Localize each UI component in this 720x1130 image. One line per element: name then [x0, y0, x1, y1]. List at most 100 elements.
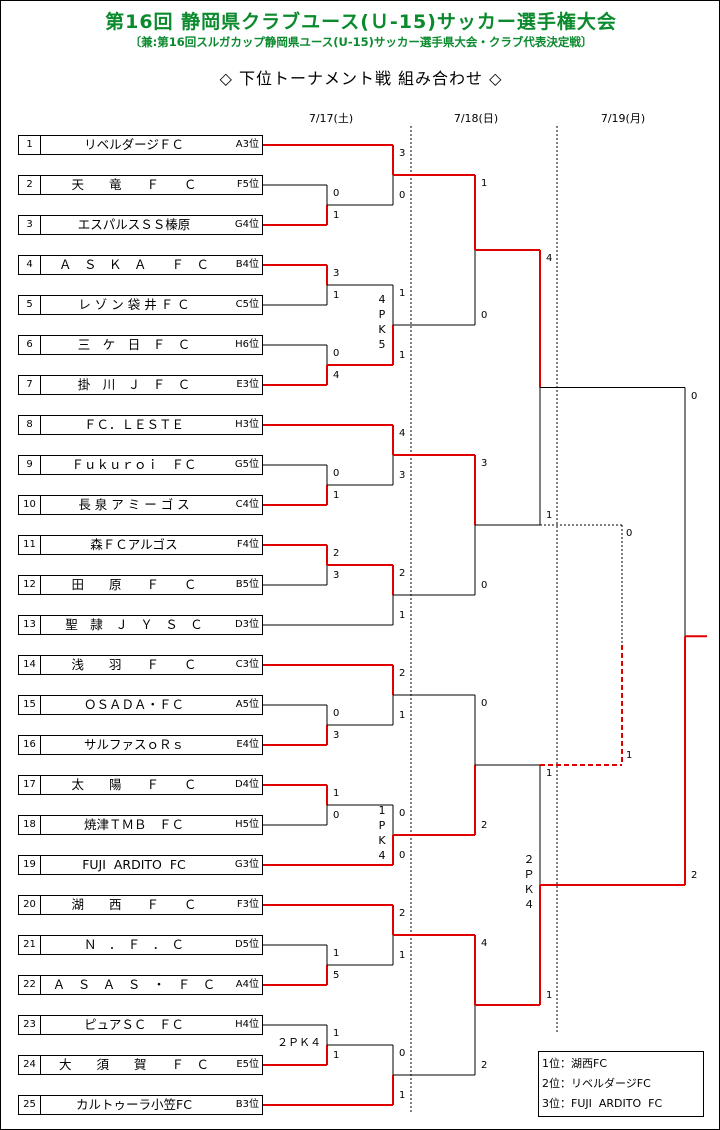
score-label: 3	[333, 570, 340, 581]
team-name: 浅 羽 Ｆ Ｃ	[71, 657, 197, 672]
team-seed: A4位	[235, 979, 259, 990]
score-label: 4	[481, 938, 488, 949]
score-label: 3	[399, 148, 406, 159]
team-number: 23	[19, 1016, 41, 1034]
score-label: 4	[333, 370, 340, 381]
team-seed: H3位	[235, 419, 259, 430]
team-name: Ｎ ． Ｆ ． Ｃ	[83, 937, 184, 952]
team-number: 10	[19, 496, 41, 514]
team-number: 24	[19, 1056, 41, 1074]
team-seed: D4位	[234, 779, 259, 790]
team-seed: F3位	[236, 899, 259, 910]
score-label: 3	[333, 268, 340, 279]
team-name: 聖 隷 Ｊ Ｙ Ｓ Ｃ	[65, 617, 203, 632]
standing-3rd: 3位：FUJI ARDITO FC	[542, 1097, 663, 1110]
score-label: 1	[399, 350, 406, 361]
bracket-heading: ◇ 下位トーナメント戦 組み合わせ ◇	[219, 69, 503, 88]
score-label: 0	[481, 698, 488, 709]
score-label: 2	[481, 1060, 488, 1071]
team-number: 19	[19, 856, 41, 874]
score-label: 2	[399, 668, 406, 679]
team-number: 21	[19, 936, 41, 954]
pk-label: ２ＰＫ４	[277, 1036, 321, 1049]
score-label: 2	[691, 870, 698, 881]
team-seed: B5位	[235, 579, 259, 590]
team-name: 掛 川 Ｊ Ｆ Ｃ	[77, 377, 191, 392]
pk-label: 5	[378, 338, 386, 351]
team-number: 12	[19, 576, 41, 594]
team-name: 大 須 賀 Ｆ Ｃ	[58, 1057, 209, 1072]
team-number: 6	[19, 336, 41, 354]
score-label: 0	[481, 580, 488, 591]
team-name: 森ＦＣアルゴス	[90, 537, 178, 552]
team-name: ＯＳＡＤＡ・ＦＣ	[83, 697, 184, 712]
score-label: 1	[399, 1090, 406, 1101]
team-number: 20	[19, 896, 41, 914]
score-label: 0	[626, 528, 633, 539]
team-row: 7 掛 川 Ｊ Ｆ Ｃ E3位	[18, 375, 263, 395]
team-seed: E5位	[236, 1059, 259, 1070]
score-label: 0	[333, 810, 340, 821]
score-label: 0	[691, 390, 698, 402]
team-name: エスパルスＳＳ榛原	[77, 217, 191, 232]
score-label: 2	[481, 820, 488, 831]
score-label: 1	[399, 610, 406, 621]
team-name: レ ゾ ン 袋 井 Ｆ Ｃ	[78, 297, 190, 312]
team-name: 長 泉 ア ミ ー ゴ ス	[78, 497, 190, 512]
team-number: 3	[19, 216, 41, 234]
score-label: 1	[333, 1028, 340, 1039]
team-seed: B3位	[235, 1099, 259, 1110]
score-label: 1	[546, 990, 553, 1001]
score-label: 0	[399, 850, 406, 861]
score-label: 1	[399, 288, 406, 299]
team-name: FUJI ARDITO FC	[82, 857, 186, 872]
team-seed: B4位	[235, 259, 259, 270]
team-name: リベルダージＦＣ	[84, 137, 184, 152]
date-day3: 7/19(月)	[600, 112, 646, 125]
score-label: 0	[399, 808, 406, 819]
pk-label: K	[378, 323, 386, 336]
score-label: 1	[626, 750, 633, 761]
score-label: 3	[481, 458, 488, 469]
score-label: 2	[399, 908, 406, 919]
team-number: 7	[19, 376, 41, 394]
pk-label: 4	[378, 849, 386, 862]
team-seed: A5位	[235, 699, 259, 710]
score-label: 0	[333, 348, 340, 359]
score-label: 4	[546, 253, 553, 264]
team-seed: E3位	[236, 379, 259, 390]
standing-2nd: 2位：リベルダージFC	[542, 1077, 651, 1090]
team-number: 16	[19, 736, 41, 754]
score-label: 2	[333, 548, 340, 559]
team-row: 10 長 泉 ア ミ ー ゴ ス C4位	[18, 495, 263, 515]
team-seed: A3位	[235, 139, 259, 150]
score-label: 3	[399, 470, 406, 481]
pk-label: 1	[378, 804, 386, 817]
team-seed: C4位	[235, 499, 259, 510]
date-day1: 7/17(土)	[308, 112, 354, 125]
final-standings: 1位：湖西FC 2位：リベルダージFC 3位：FUJI ARDITO FC	[538, 1051, 704, 1117]
team-number: 11	[19, 536, 41, 554]
score-label: 1	[333, 290, 340, 301]
team-name: 焼津ＴＭＢ ＦＣ	[83, 817, 184, 832]
team-row: 24 大 須 賀 Ｆ Ｃ E5位	[18, 1055, 263, 1075]
team-seed: D3位	[234, 619, 259, 630]
team-name: カルトゥーラ小笠FC	[76, 1097, 192, 1112]
score-label: 2	[399, 568, 406, 579]
team-number: 22	[19, 976, 41, 994]
team-name: 湖 西 Ｆ Ｃ	[71, 897, 197, 912]
score-label: 4	[399, 428, 406, 439]
team-row: 14 浅 羽 Ｆ Ｃ C3位	[18, 655, 263, 675]
score-label: 1	[333, 1050, 340, 1061]
team-seed: C3位	[235, 659, 259, 670]
team-number: 4	[19, 256, 41, 274]
pk-label: ２	[523, 853, 535, 866]
team-number: 14	[19, 656, 41, 674]
